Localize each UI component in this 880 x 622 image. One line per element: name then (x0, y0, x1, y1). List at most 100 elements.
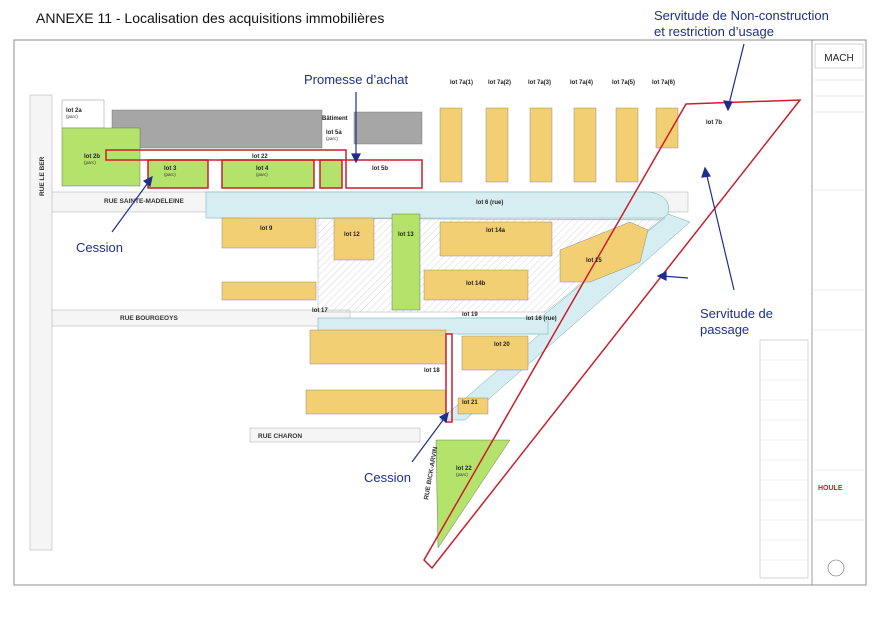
street-bourgeoys (39, 309, 351, 327)
label-lot16: lot 16 (rue) (526, 316, 557, 322)
callout-promesse: Promesse d’achat (304, 72, 409, 87)
arrowhead-cession-1 (142, 175, 153, 188)
lot7a1-block (439, 107, 463, 183)
arrowhead-passage-2 (656, 271, 667, 281)
label-lot7a6: lot 7a(6) (652, 80, 675, 86)
north-arrow (827, 559, 845, 577)
lot18-block (305, 389, 447, 415)
label-lot2b: lot 2b (84, 154, 100, 160)
lot2b-park (61, 127, 141, 187)
lot4-park (221, 159, 315, 189)
lot9-block (221, 217, 317, 249)
label-lot22-top: lot 22 (252, 154, 268, 160)
callout-cession-2: Cession (364, 470, 411, 485)
revision-table (759, 339, 809, 579)
street-label-le-ber: RUE LE BER (39, 156, 46, 196)
lot7a4-block (573, 107, 597, 183)
arrowhead-cession-2 (438, 411, 449, 424)
callout-servitude-nc-line2: et restriction d’usage (654, 24, 774, 39)
boundary-lot5a (319, 159, 343, 189)
street-label-bourgeoys: RUE BOURGEOYS (120, 315, 178, 322)
callout-arrows (111, 43, 745, 463)
label-lot7a3: lot 7a(3) (528, 80, 551, 86)
arrowhead-servitude-nc (723, 100, 733, 112)
lot21-block (457, 397, 489, 415)
lot12-block (333, 217, 375, 261)
lot2a-park (61, 99, 105, 129)
arrowhead-promesse (351, 153, 361, 164)
label-lot7a2: lot 7a(2) (488, 80, 511, 86)
label-lot15: lot 15 (586, 258, 602, 264)
label-lot21: lot 21 (462, 400, 478, 406)
page-title: ANNEXE 11 - Localisation des acquisition… (36, 10, 385, 26)
label-lot22-sub: (parc) (456, 472, 468, 477)
callout-passage-line1: Servitude de (700, 306, 773, 321)
label-lot7a1: lot 7a(1) (450, 80, 473, 86)
arrow-cession-1 (111, 179, 151, 233)
label-lot22: lot 22 (456, 466, 472, 472)
boundary-lot4 (221, 159, 315, 189)
lot6-street (205, 191, 669, 221)
label-lot2a-sub: (parc) (66, 114, 78, 119)
street-le-ber (29, 94, 53, 551)
label-lot17: lot 17 (312, 308, 328, 314)
lot5a-park (319, 159, 343, 189)
street-label-sainte-madeleine: RUE SAINTE-MADELEINE (104, 198, 184, 205)
arrow-servitude-nc (727, 43, 745, 109)
lot13-park (391, 213, 421, 311)
label-lot19: lot 19 (462, 312, 478, 318)
label-lot7b: lot 7b (706, 120, 722, 126)
lot7a5-block (615, 107, 639, 183)
lot7a3-block (529, 107, 553, 183)
callout-servitude-passage: Servitude de passage (700, 306, 773, 338)
lot20-block (461, 335, 529, 371)
titleblock-logo-box (814, 43, 864, 69)
titleblock-rows (814, 79, 864, 521)
boundary-lot3 (147, 159, 209, 189)
label-lot7a4: lot 7a(4) (570, 80, 593, 86)
label-lot4: lot 4 (256, 166, 269, 172)
label-lot3-sub: (parc) (164, 172, 176, 177)
arrow-cession-2 (411, 415, 447, 463)
label-lot18: lot 18 (424, 368, 440, 374)
label-lot14b: lot 14b (466, 281, 486, 287)
label-lot7a5: lot 7a(5) (612, 80, 635, 86)
label-lot13: lot 13 (398, 232, 414, 238)
arrowhead-passage-1 (701, 166, 712, 178)
label-lot9: lot 9 (260, 226, 273, 232)
callout-passage-line2: passage (700, 322, 750, 337)
label-lot5a-sub: (parc) (326, 136, 338, 141)
street-label-charon: RUE CHARON (258, 433, 302, 440)
lot17-block (309, 329, 447, 365)
callout-servitude-nc: Servitude de Non-construction et restric… (654, 8, 829, 40)
lot9-units (221, 281, 317, 301)
street-charon (249, 427, 421, 443)
label-lot4-sub: (parc) (256, 172, 268, 177)
label-lot2b-sub: (parc) (84, 160, 96, 165)
label-lot5b: lot 5b (372, 166, 388, 172)
lot22-park (435, 439, 511, 549)
titleblock-logo: MACH (824, 53, 853, 64)
boundary-lot5b (345, 159, 423, 189)
label-lot3: lot 3 (164, 166, 177, 172)
label-lot5a: lot 5a (326, 130, 342, 136)
label-lot12: lot 12 (344, 232, 360, 238)
existing-building-2 (353, 111, 423, 145)
label-batiment: Bâtiment (322, 116, 348, 122)
callout-servitude-nc-line1: Servitude de Non-construction (654, 8, 829, 23)
boundary-lot19 (445, 333, 453, 423)
revision-table-rows (760, 359, 808, 561)
titleblock-brand: HOULE (818, 485, 843, 492)
lot15-block (559, 221, 649, 283)
boundary-lot7b (423, 99, 802, 570)
lot7a2-block (485, 107, 509, 183)
label-lot2a: lot 2a (66, 108, 82, 114)
label-lot14a: lot 14a (486, 228, 506, 234)
callout-cession-1: Cession (76, 240, 123, 255)
existing-building-1 (111, 109, 323, 149)
arrow-passage-1 (705, 171, 735, 291)
lot3-park (147, 159, 209, 189)
label-lot20: lot 20 (494, 342, 510, 348)
lot14b-block (423, 269, 529, 301)
lot7a6-block (655, 107, 679, 149)
